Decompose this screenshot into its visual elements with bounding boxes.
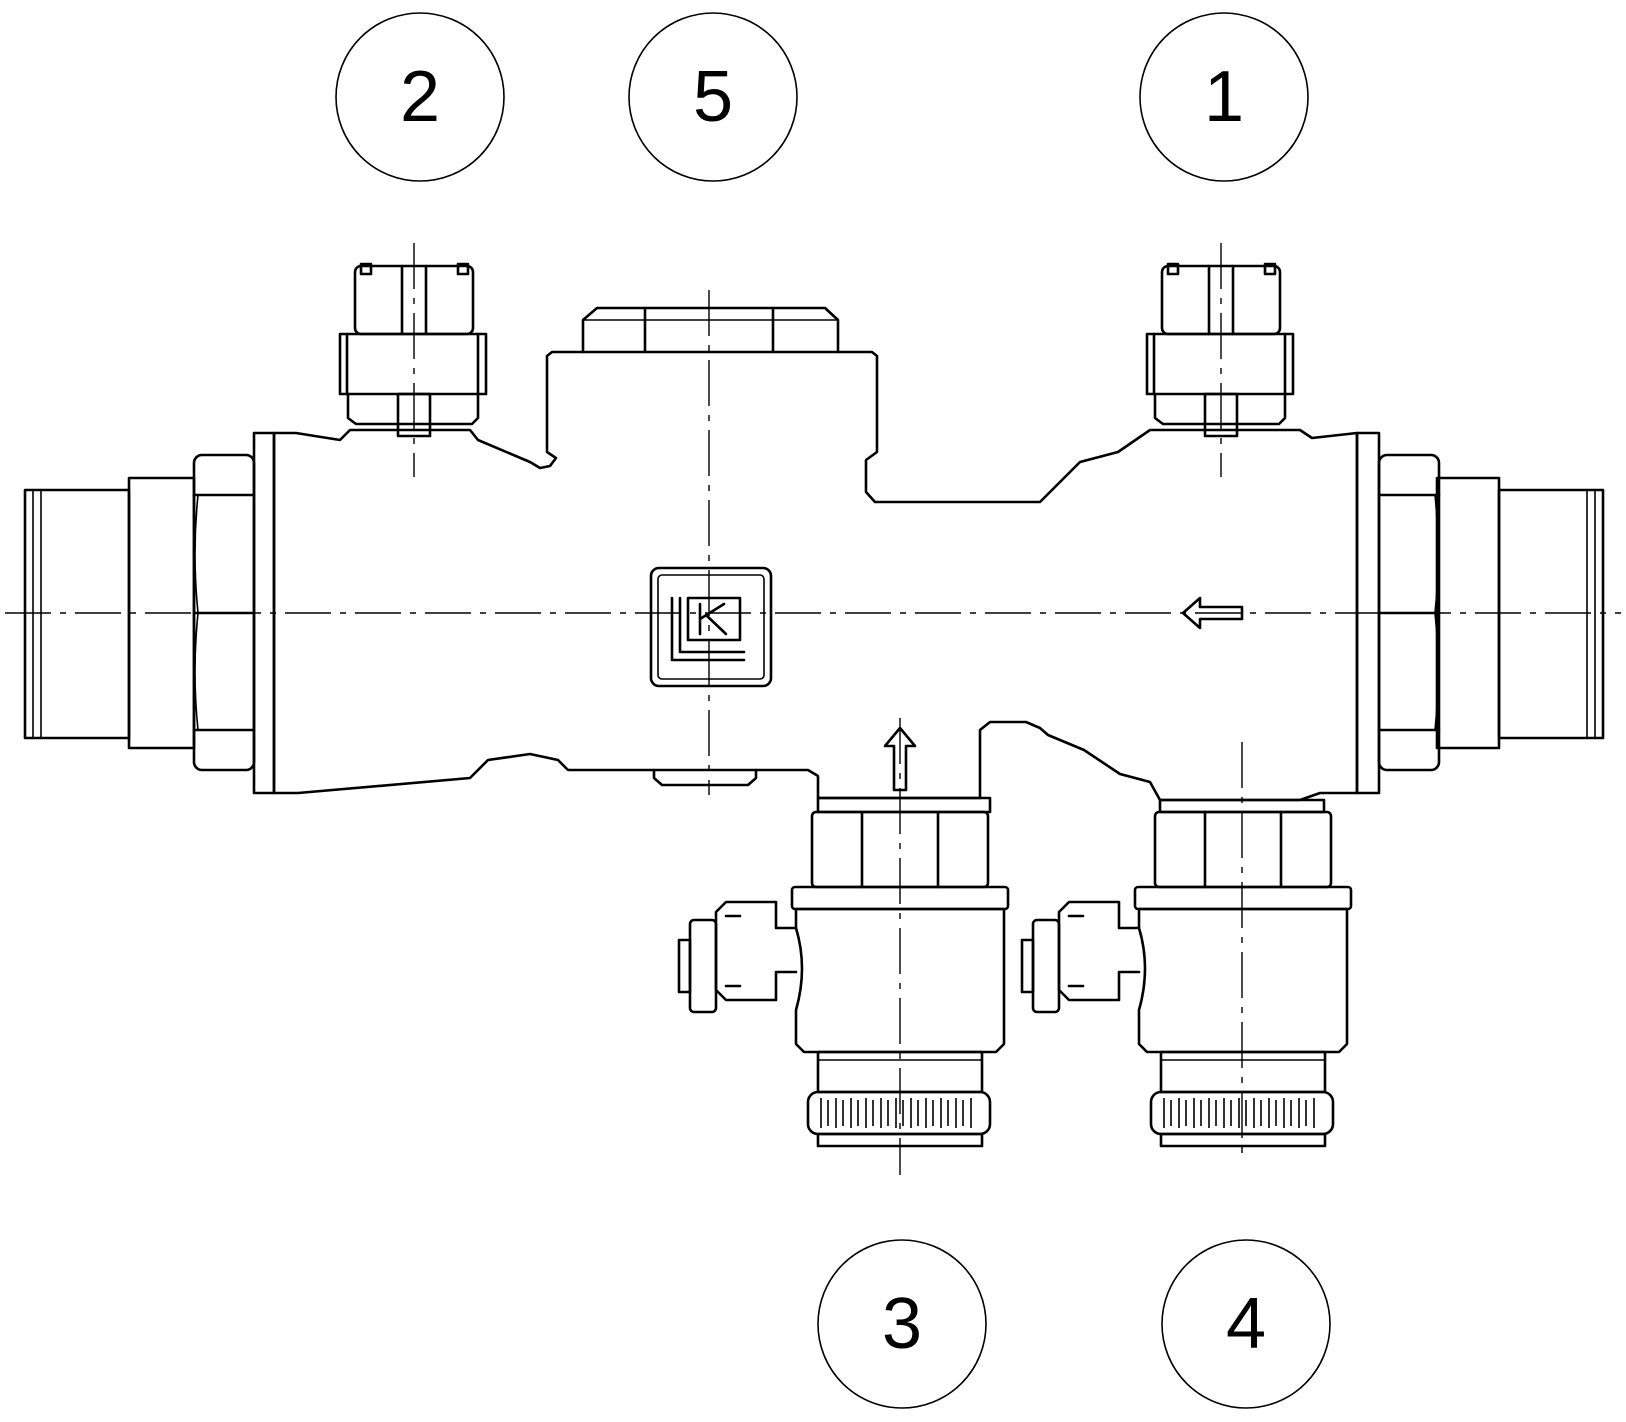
- side-tap-right: [1020, 900, 1141, 1014]
- top-right-fitting: [1145, 262, 1295, 438]
- balloon-1: 1: [1139, 12, 1309, 182]
- valve-body: [252, 350, 1381, 802]
- flow-arrow-left: [1181, 596, 1244, 630]
- lk-logo: LK: [649, 566, 773, 688]
- left-hex-nut: [192, 453, 256, 772]
- flow-arrow-up: [883, 726, 917, 792]
- balloon-4-label: 4: [1226, 1284, 1266, 1364]
- balloon-2-label: 2: [400, 57, 440, 137]
- knurl-left: [820, 1098, 972, 1128]
- bottom-right-valve: [1020, 798, 1353, 1148]
- balloon-3-label: 3: [882, 1284, 922, 1364]
- balloon-5: 5: [628, 12, 798, 182]
- balloon-4: 4: [1161, 1239, 1331, 1409]
- knurl-right: [1163, 1098, 1315, 1128]
- top-center-plug: [581, 306, 840, 354]
- side-tap-left: [677, 900, 798, 1014]
- balloon-2: 2: [335, 12, 505, 182]
- right-hex-nut: [1377, 453, 1441, 772]
- bottom-left-valve: [677, 796, 1010, 1148]
- balloon-1-label: 1: [1204, 57, 1244, 137]
- left-pipe-connection: [23, 453, 256, 772]
- balloon-3: 3: [817, 1239, 987, 1409]
- balloon-5-label: 5: [693, 57, 733, 137]
- top-left-fitting: [338, 262, 488, 438]
